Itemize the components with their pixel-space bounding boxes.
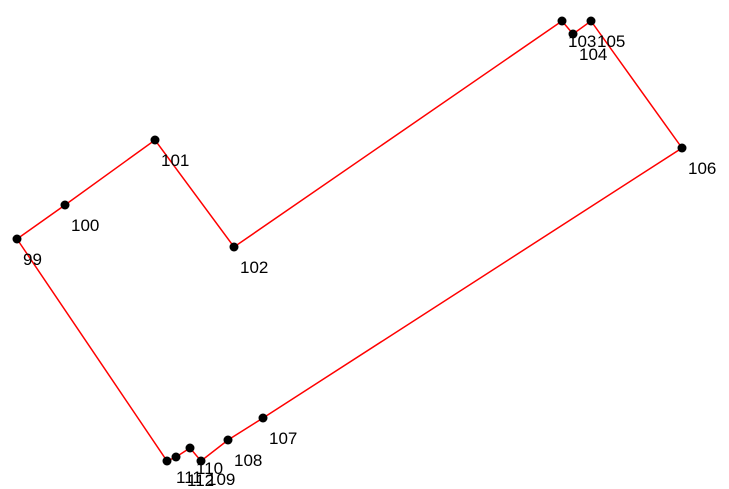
vertex-label-100: 100 xyxy=(71,216,99,235)
vertex-label-106: 106 xyxy=(688,159,716,178)
vertex-point-105 xyxy=(586,16,596,26)
vertex-label-99: 99 xyxy=(23,250,42,269)
vertex-point-111 xyxy=(171,452,181,462)
vertex-points xyxy=(12,16,687,466)
vertex-label-110: 110 xyxy=(196,459,223,478)
vertex-point-101 xyxy=(150,135,160,145)
vertex-point-110 xyxy=(185,443,195,453)
vertex-label-103: 103 xyxy=(568,32,596,51)
parcel-boundary-line xyxy=(15,19,684,463)
vertex-label-109: 109 xyxy=(207,470,235,489)
vertex-label-107: 107 xyxy=(269,429,297,448)
vertex-point-108 xyxy=(223,435,233,445)
vertex-point-109 xyxy=(196,456,206,466)
vertex-label-108: 108 xyxy=(234,451,262,470)
vertex-point-99 xyxy=(12,234,22,244)
vertex-label-111: 111 xyxy=(176,468,202,487)
vertex-label-105: 105 xyxy=(597,32,625,51)
vertex-point-106 xyxy=(677,143,687,153)
vertex-point-102 xyxy=(229,242,239,252)
vertex-point-104 xyxy=(568,29,578,39)
vertex-label-102: 102 xyxy=(240,258,268,277)
vertex-point-100 xyxy=(60,200,70,210)
vertex-point-107 xyxy=(258,413,268,423)
vertex-point-103 xyxy=(557,16,567,26)
vertex-label-101: 101 xyxy=(161,151,189,170)
vertex-label-104: 104 xyxy=(579,45,607,64)
vertex-point-112 xyxy=(162,456,172,466)
vertex-label-112: 112 xyxy=(187,471,214,489)
